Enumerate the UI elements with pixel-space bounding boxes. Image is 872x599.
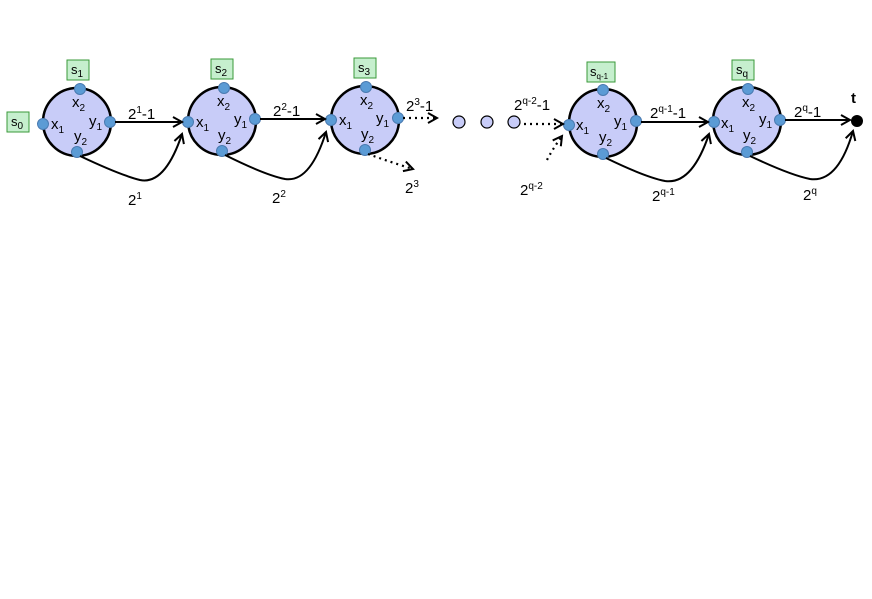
gadget-2: x2 x1 y1 y2 — [182, 82, 261, 157]
gadget-q-1: x2 x1 y1 y2 — [563, 84, 642, 160]
edge-label-e3-bottom: 23 — [405, 179, 419, 197]
svg-text:y1: y1 — [89, 113, 103, 133]
svg-text:x2: x2 — [597, 95, 611, 115]
label-box-s1: s1 — [66, 59, 90, 81]
svg-text:y1: y1 — [376, 110, 390, 130]
svg-text:s1: s1 — [71, 62, 84, 80]
gadget-3: x2 x1 y1 y2 — [325, 81, 404, 156]
svg-text:x2: x2 — [360, 92, 374, 112]
svg-text:x1: x1 — [721, 115, 735, 135]
edge-g1-g2-bottom — [79, 134, 182, 182]
edge-label-eq1-bottom: 2q-1 — [652, 187, 675, 205]
label-box-s3: s3 — [353, 57, 377, 79]
edge-label-e3-top: 23-1 — [406, 97, 433, 115]
label-box-s2: s2 — [210, 58, 234, 80]
ellipsis-node-2 — [480, 115, 494, 129]
svg-text:y2: y2 — [361, 126, 375, 146]
sink-label-t: t — [851, 90, 856, 107]
edge-gq-1-gq-bottom — [605, 134, 709, 183]
svg-text:sq-1: sq-1 — [590, 64, 609, 81]
sink-node-t — [851, 115, 863, 127]
svg-text:x1: x1 — [51, 116, 65, 136]
svg-text:y2: y2 — [218, 127, 232, 147]
svg-text:y2: y2 — [599, 129, 613, 149]
svg-text:sq: sq — [736, 62, 748, 80]
svg-text:s0: s0 — [11, 114, 24, 132]
gadget-1: x2 x1 y1 y2 — [37, 83, 116, 158]
label-box-sq: sq — [731, 59, 755, 81]
gadget-q: x2 x1 y1 y2 — [708, 83, 786, 158]
svg-text:s2: s2 — [215, 61, 228, 79]
edge-label-eq2-top: 2q-2-1 — [514, 96, 550, 114]
svg-text:s3: s3 — [358, 60, 371, 78]
edge-in-q-1-dotted-bottom — [546, 136, 562, 161]
edge-label-e1-bottom: 21 — [128, 191, 142, 209]
ellipsis-node-3 — [507, 115, 521, 129]
svg-text:y1: y1 — [759, 111, 773, 131]
svg-text:x1: x1 — [576, 117, 590, 137]
label-box-s0: s0 — [6, 111, 30, 133]
edge-label-e2-top: 22-1 — [273, 102, 300, 120]
svg-text:x1: x1 — [196, 114, 210, 134]
edge-label-e2-bottom: 22 — [272, 189, 286, 207]
svg-text:x2: x2 — [72, 94, 86, 114]
edge-label-eq1-top: 2q-1-1 — [650, 104, 686, 122]
label-box-sq-1: sq-1 — [586, 61, 616, 83]
svg-text:x1: x1 — [339, 112, 353, 132]
edge-label-eq-bottom: 2q — [803, 186, 817, 204]
edge-label-e1-top: 21-1 — [128, 105, 155, 123]
ellipsis-node-1 — [452, 115, 466, 129]
svg-text:y1: y1 — [234, 111, 248, 131]
svg-text:y2: y2 — [74, 128, 88, 148]
edge-g2-g3-bottom — [224, 132, 326, 181]
svg-text:y1: y1 — [614, 113, 628, 133]
edge-label-eq2-bottom: 2q-2 — [520, 181, 543, 199]
edge-gq-t-bottom — [749, 131, 853, 181]
svg-text:x2: x2 — [742, 94, 756, 114]
svg-text:y2: y2 — [743, 127, 757, 147]
edge-g3-dotted-bottom — [367, 152, 413, 169]
svg-text:x2: x2 — [217, 93, 231, 113]
edge-label-eq-top: 2q-1 — [794, 103, 821, 121]
